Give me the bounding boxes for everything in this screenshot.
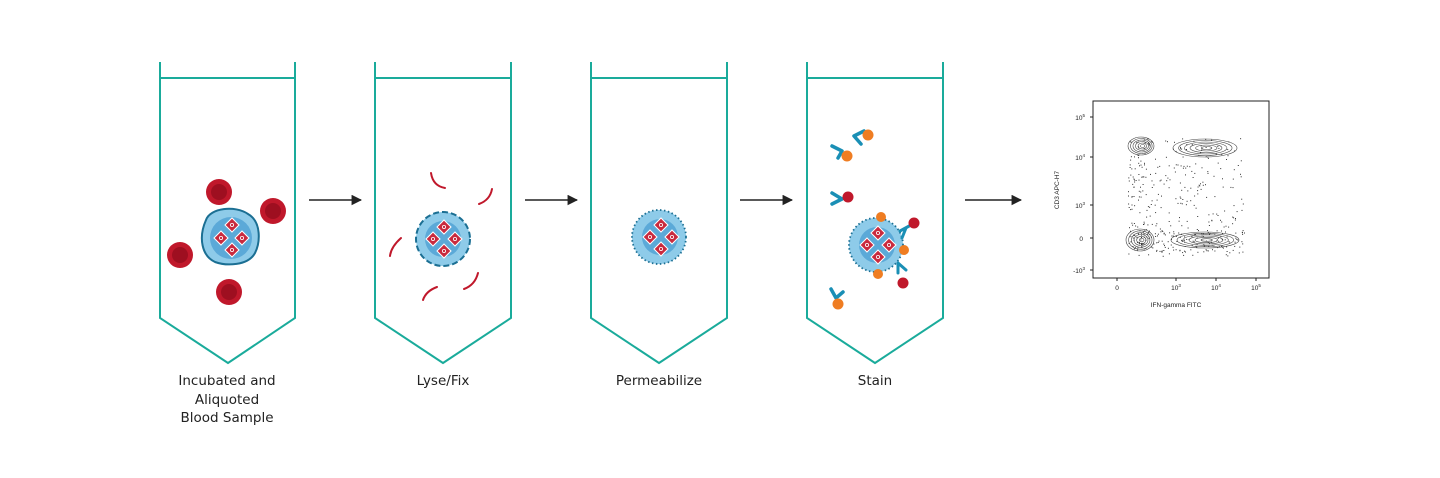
tube-1 (159, 62, 296, 365)
step-label-lyse-fix: Lyse/Fix (416, 373, 470, 389)
x-tick-1e4: 104 (1211, 283, 1221, 292)
x-axis-label: IFN-gamma FITC (1151, 302, 1202, 309)
step-label-incubated: Incubated and Aliquoted Blood Sample (178, 373, 276, 426)
free-antibodies (829, 129, 874, 310)
tube-3 (590, 62, 728, 365)
tube-2 (374, 62, 512, 365)
y-tick-1e5: 105 (1075, 113, 1085, 122)
y-axis-label: CD3 APC-H7 (1054, 170, 1061, 209)
step-label-stain: Stain (857, 373, 893, 389)
tube-4 (806, 62, 944, 365)
y-tick-1e3: 103 (1075, 201, 1085, 210)
flow-cytometry-plot: 105 104 103 0 -103 0 103 104 105 IFN-gam… (1054, 100, 1270, 309)
contour-clusters (1125, 136, 1240, 252)
x-tick-1e3: 103 (1171, 283, 1181, 292)
permeabilized-cell (631, 209, 687, 265)
stained-cell (848, 212, 920, 289)
lysed-rbc-fragments (389, 172, 493, 301)
x-tick-0: 0 (1115, 285, 1119, 292)
white-blood-cell (200, 207, 260, 266)
y-tick-1e4: 104 (1075, 153, 1085, 162)
fixed-cell (415, 211, 471, 267)
scatter-points (1128, 138, 1245, 257)
step-label-permeabilize: Permeabilize (615, 373, 703, 389)
x-tick-1e5: 105 (1251, 283, 1261, 292)
y-tick-0: 0 (1079, 236, 1083, 243)
y-tick-neg1e3: -103 (1073, 266, 1085, 275)
